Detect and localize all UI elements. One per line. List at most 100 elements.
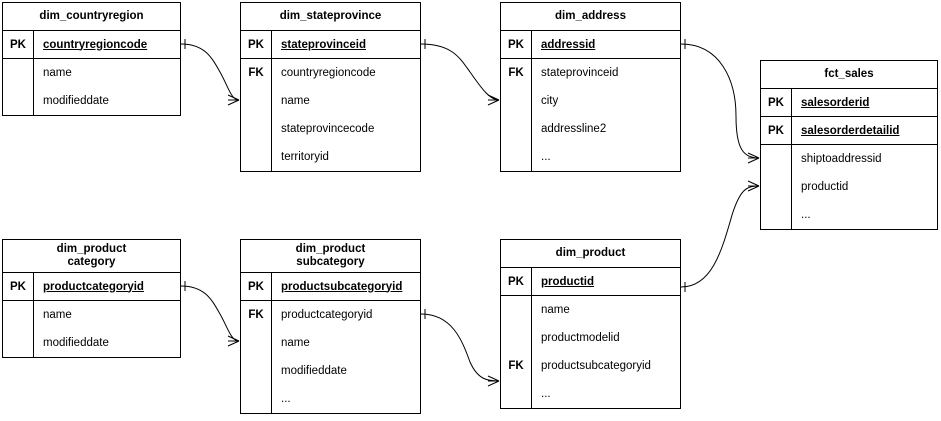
connector-line [680, 43, 760, 159]
column-name[interactable]: shiptoaddressid [801, 153, 882, 165]
key-badge-fk: FK [248, 309, 264, 321]
key-badge-none [501, 115, 531, 143]
cardinality-many-marker [487, 94, 500, 106]
key-badge-pk: PK [241, 273, 272, 300]
attribute-column: countryregioncode name stateprovincecode te… [272, 59, 420, 171]
key-column: FK [501, 296, 532, 408]
key-column [761, 145, 792, 229]
key-badge-none [501, 143, 531, 171]
key-badge-pk: PK [3, 31, 34, 58]
connector-line [420, 43, 500, 101]
relationship-subcategory-to-product[interactable] [420, 309, 500, 387]
entity-title: dim_address [501, 3, 680, 31]
column-name[interactable]: modifieddate [43, 337, 109, 349]
entity-title: dim_countryregion [3, 3, 180, 31]
column-name[interactable]: productcategoryid [281, 309, 373, 321]
column-name[interactable]: name [43, 67, 72, 79]
key-badge-none [501, 324, 531, 352]
column-name[interactable]: productid [801, 181, 849, 193]
column-name[interactable]: name [43, 309, 72, 321]
column-name[interactable]: territoryid [281, 151, 329, 163]
key-badge-pk: PK [761, 117, 792, 144]
column-name[interactable]: modifieddate [43, 95, 109, 107]
column-name[interactable]: productmodelid [541, 332, 620, 344]
entity-title: dim_product category [3, 240, 180, 273]
column-name[interactable]: ... [541, 151, 551, 163]
entity-attribute-rows: shiptoaddressid productid... [761, 145, 937, 229]
column-name: productsubcategoryid [281, 280, 403, 293]
entity-row-primary-key[interactable]: PK salesorderdetailid [761, 117, 937, 145]
column-name[interactable]: ... [281, 393, 291, 405]
column-name[interactable]: name [281, 95, 310, 107]
entity-title: dim_product subcategory [241, 240, 420, 273]
key-badge-none [241, 115, 271, 143]
key-badge-none [501, 87, 531, 115]
cardinality-many-marker [227, 94, 240, 106]
key-badge-none [241, 143, 271, 171]
key-badge-none [241, 385, 271, 413]
attribute-column: name modifieddate [34, 59, 180, 115]
key-column [3, 301, 34, 357]
column-name: stateprovinceid [281, 38, 366, 51]
key-badge-none [3, 329, 33, 357]
column-name: salesorderdetailid [801, 124, 900, 137]
attribute-column: productcategoryid name modifieddate... [272, 301, 420, 413]
key-badge-none [761, 201, 791, 229]
entity-attribute-rows: name modifieddate [3, 59, 180, 115]
entity-title: fct_sales [761, 61, 937, 89]
relationship-countryregion-to-stateprovince[interactable] [180, 39, 240, 106]
key-badge-none [761, 145, 791, 173]
column-name[interactable]: stateprovincecode [281, 123, 375, 135]
column-name[interactable]: countryregioncode [281, 67, 376, 79]
key-badge-none [3, 87, 33, 115]
entity-attribute-rows: FK productcategoryid name modifieddate... [241, 301, 420, 413]
cardinality-many-marker [227, 335, 240, 347]
key-badge-none [761, 173, 791, 201]
column-name[interactable]: name [541, 304, 570, 316]
column-name[interactable]: city [541, 95, 559, 107]
connector-line [180, 285, 240, 342]
column-name[interactable]: modifieddate [281, 365, 347, 377]
key-column [3, 59, 34, 115]
relationship-stateprovince-to-address[interactable] [420, 39, 500, 106]
key-badge-none [241, 87, 271, 115]
key-badge-fk: FK [508, 360, 524, 372]
relationship-address-to-fctsales[interactable] [680, 39, 760, 164]
column-name[interactable]: name [281, 337, 310, 349]
entity-row-primary-key[interactable]: PK productsubcategoryid [241, 273, 420, 301]
column-name[interactable]: ... [541, 388, 551, 400]
column-name[interactable]: productsubcategoryid [541, 360, 651, 372]
relationship-productcategory-to-subcategory[interactable] [180, 281, 240, 347]
key-badge-none [241, 357, 271, 385]
column-name[interactable]: ... [801, 209, 811, 221]
column-name[interactable]: addressline2 [541, 123, 607, 135]
attribute-column: name productmodelid productsubcategoryid..… [532, 296, 680, 408]
column-name: salesorderid [801, 96, 870, 109]
column-name: addressid [541, 38, 596, 51]
relationship-product-to-fctsales[interactable] [680, 180, 760, 292]
connector-line [180, 43, 240, 101]
column-name[interactable]: stateprovinceid [541, 67, 619, 79]
column-name: productcategoryid [43, 280, 144, 293]
key-column: FK [241, 301, 272, 413]
